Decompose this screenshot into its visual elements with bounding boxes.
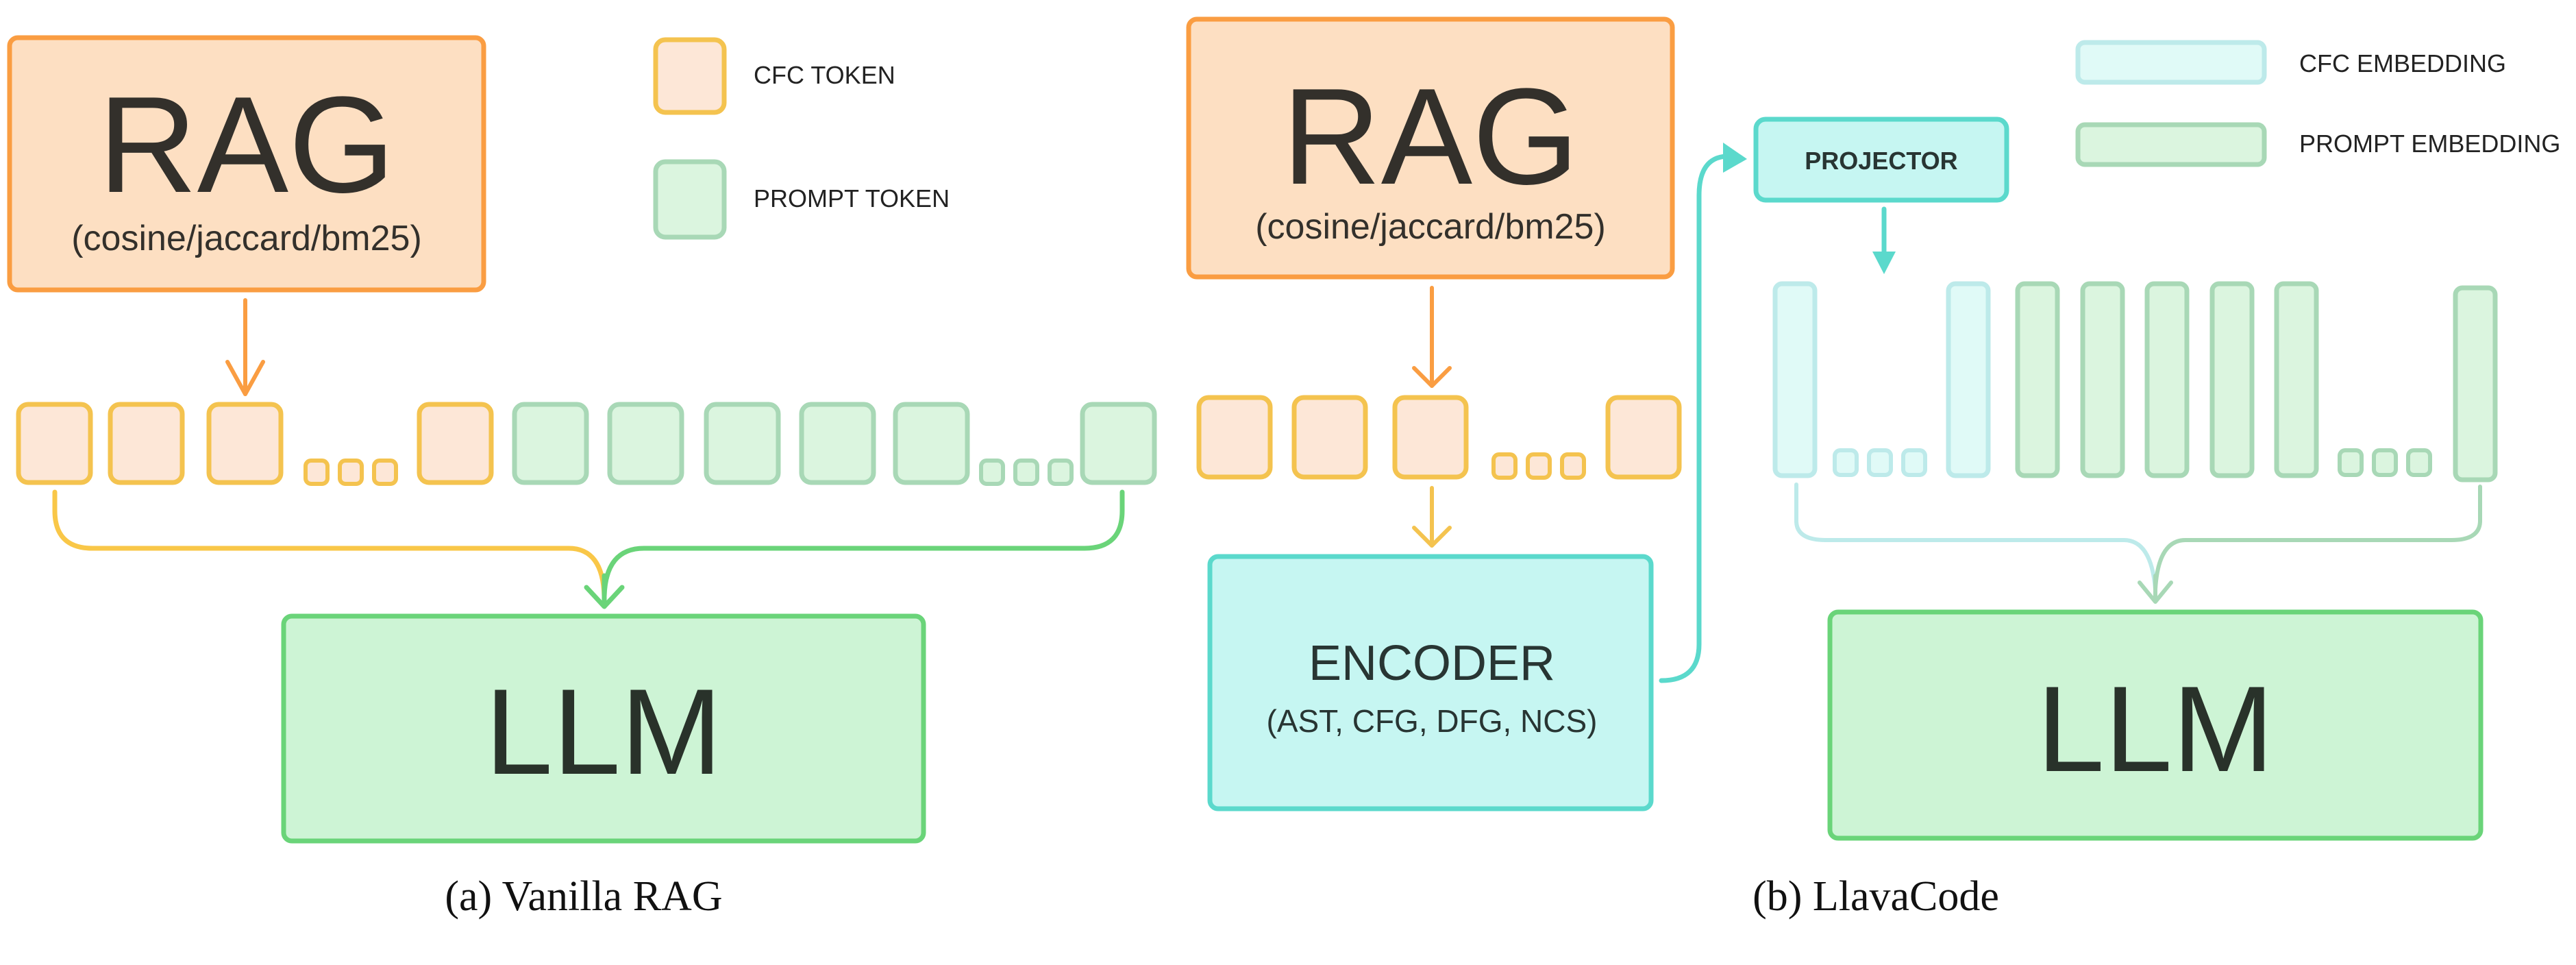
connector-prompt-b (2153, 485, 2482, 591)
arrow-encoder-to-projector (1659, 143, 1747, 683)
cfc-token (108, 402, 185, 485)
ellipsis-embedding (2372, 448, 2398, 477)
llm-box-a-rect (281, 613, 926, 844)
legend-swatch-cfc-embedding (2075, 40, 2267, 85)
caption-a: (a) Vanilla RAG (445, 873, 722, 920)
ellipsis-embedding (2406, 448, 2432, 477)
embedding-sequence-b (1772, 281, 2498, 483)
merge-connector-a (52, 489, 1125, 609)
legend-label-cfc-token: CFC TOKEN (754, 61, 895, 89)
arrow-token-to-encoder (1412, 486, 1452, 548)
cfc-embedding (1946, 281, 1991, 478)
prompt-embedding (2015, 281, 2060, 478)
legend-label-prompt-token: PROMPT TOKEN (754, 184, 950, 212)
prompt-token (1080, 402, 1157, 485)
arrowhead-icon (2138, 581, 2173, 604)
connector-prompt-a (602, 489, 1125, 599)
token-sequence-a (16, 402, 1157, 486)
rag-subtitle-b: (cosine/jaccard/bm25) (1255, 207, 1606, 247)
rag-box-a: RAG (cosine/jaccard/bm25) (7, 35, 486, 293)
cfc-token (417, 402, 494, 485)
cfc-token (16, 402, 93, 485)
legend-b: CFC EMBEDDING PROMPT EMBEDDING (2075, 40, 2560, 167)
arrowhead-icon (1412, 526, 1452, 548)
cfc-token (1392, 395, 1469, 480)
prompt-embedding (2453, 285, 2498, 483)
llm-box-b: LLM (1827, 609, 2484, 841)
prompt-token (607, 402, 684, 485)
arrowhead-icon (1412, 366, 1452, 388)
llm-box-b-rect (1827, 609, 2484, 841)
arrowhead-icon (1872, 252, 1896, 274)
llm-title-a: LLM (485, 663, 722, 800)
arrow-rag-to-token-a (225, 298, 265, 396)
cfc-token (1196, 395, 1273, 480)
ellipsis-token (1526, 452, 1552, 480)
arrowhead-icon (225, 360, 265, 396)
llm-box-a: LLM (281, 613, 926, 844)
rag-subtitle-a: (cosine/jaccard/bm25) (71, 219, 422, 258)
panel-a-vanilla-rag: RAG (cosine/jaccard/bm25) CFC TOKEN PROM… (7, 35, 1157, 920)
legend-swatch-cfc-token (653, 37, 727, 115)
rag-box-a-rect (7, 35, 486, 293)
legend-swatch-prompt-token (653, 159, 727, 240)
ellipsis-embedding (1833, 448, 1859, 477)
ellipsis-token (304, 459, 330, 486)
connector-cfc-a (52, 489, 607, 599)
encoder-title: ENCODER (1309, 636, 1555, 691)
ellipsis-token (1048, 459, 1074, 486)
ellipsis-token (372, 459, 398, 486)
cfc-embedding (1772, 281, 1818, 478)
ellipsis-token (1013, 459, 1039, 486)
llm-title-b: LLM (2037, 661, 2274, 797)
prompt-token (893, 402, 970, 485)
prompt-token (704, 402, 781, 485)
prompt-token (799, 402, 876, 485)
connector-cfc-b (1794, 483, 2157, 591)
ellipsis-embedding (1901, 448, 1927, 477)
rag-box-b-rect (1186, 16, 1675, 280)
ellipsis-embedding (1867, 448, 1893, 477)
token-sequence-b (1196, 395, 1682, 480)
encoder-box-rect (1207, 554, 1654, 811)
prompt-token (512, 402, 589, 485)
prompt-embedding (2274, 281, 2319, 478)
ellipsis-embedding (2338, 448, 2364, 477)
projector-title: PROJECTOR (1805, 147, 1957, 175)
projector-box-rect (1753, 117, 2009, 203)
ellipsis-token (338, 459, 364, 486)
merge-connector-b (1794, 483, 2482, 604)
legend-a: CFC TOKEN PROMPT TOKEN (653, 37, 950, 240)
cfc-token (1291, 395, 1368, 480)
arrow-rag-to-token-b (1412, 286, 1452, 388)
arrow-projector-to-embeddings (1872, 206, 1896, 274)
legend-swatch-prompt-embedding (2075, 122, 2267, 167)
legend-label-prompt-embedding: PROMPT EMBEDDING (2299, 130, 2560, 158)
ellipsis-token (979, 459, 1005, 486)
legend-label-cfc-embedding: CFC EMBEDDING (2299, 49, 2506, 77)
cfc-token (1605, 395, 1682, 480)
caption-b: (b) LlavaCode (1753, 873, 1999, 920)
ellipsis-token (1491, 452, 1518, 480)
prompt-embedding (2209, 281, 2255, 478)
prompt-embedding (2080, 281, 2125, 478)
encoder-box: ENCODER (AST, CFG, DFG, NCS) (1207, 554, 1654, 811)
ellipsis-token (1560, 452, 1586, 480)
projector-box: PROJECTOR (1753, 117, 2009, 203)
rag-title-a: RAG (98, 69, 395, 221)
encoder-subtitle: (AST, CFG, DFG, NCS) (1267, 703, 1598, 739)
arrowhead-icon (1723, 143, 1747, 173)
arrowhead-icon (584, 585, 625, 609)
cfc-token (206, 402, 284, 485)
rag-title-b: RAG (1282, 60, 1578, 213)
panel-b-llavacode: RAG (cosine/jaccard/bm25) ENCODER (AST, … (1186, 16, 2560, 920)
rag-box-b: RAG (cosine/jaccard/bm25) (1186, 16, 1675, 280)
prompt-embedding (2144, 281, 2190, 478)
